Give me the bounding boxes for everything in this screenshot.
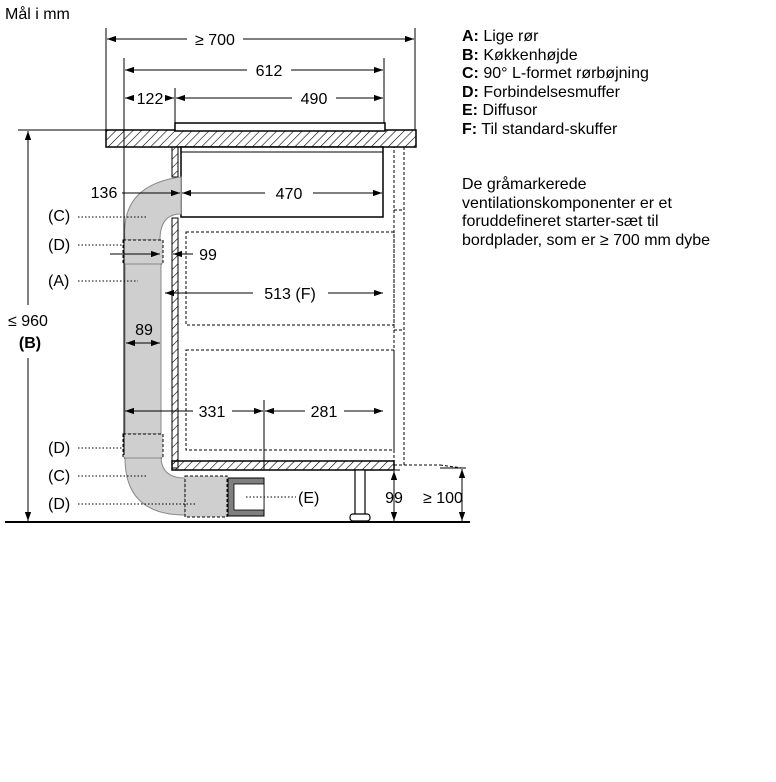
- drawer-top: [185, 231, 395, 326]
- cabinet-side-wall: [171, 146, 179, 178]
- legend-item-a: A: Lige rør: [462, 28, 539, 45]
- duct-straight: [124, 263, 162, 435]
- callout-d-mid: (D): [48, 440, 70, 457]
- dim-122: 122: [137, 91, 164, 108]
- cooktop-glass: [174, 122, 386, 132]
- callout-a: (A): [48, 273, 69, 290]
- dim-960: ≤ 960: [8, 313, 48, 330]
- callout-c-bottom: (C): [48, 468, 70, 485]
- cabinet-leg: [354, 469, 366, 516]
- dim-100: ≥ 100: [423, 490, 463, 507]
- dim-700: ≥ 700: [195, 32, 235, 49]
- dim-490: 490: [301, 91, 328, 108]
- callout-c-top: (C): [48, 208, 70, 225]
- cooktop-body: [180, 146, 384, 218]
- legend: A: Lige rør B: Køkkenhøjde C: 90° L-form…: [462, 28, 649, 140]
- note-text: De gråmarkerede ventilationskomponenter …: [462, 176, 711, 249]
- duct-sleeve-top: [122, 239, 164, 265]
- duct-sleeve-end: [184, 475, 228, 518]
- legend-item-b: B: Køkkenhøjde: [462, 46, 578, 64]
- callout-e: (E): [298, 490, 319, 507]
- front-panel: [393, 146, 405, 466]
- drawer-bottom: [185, 349, 395, 451]
- dim-99-duct: 99: [199, 247, 217, 264]
- units-label: Mål i mm: [5, 6, 70, 23]
- dim-136: 136: [91, 185, 118, 202]
- dim-612: 612: [256, 63, 283, 80]
- dim-281: 281: [311, 404, 338, 421]
- dim-513: 513 (F): [264, 286, 316, 303]
- dim-89: 89: [135, 322, 153, 339]
- callout-d-top: (D): [48, 237, 70, 254]
- label-b: (B): [19, 335, 41, 352]
- dim-331: 331: [199, 404, 226, 421]
- legend-item-f: F: Til standard-skuffer: [462, 120, 618, 138]
- legend-item-e: E: Diffusor: [462, 102, 538, 120]
- callout-d-bottom: (D): [48, 496, 70, 513]
- countertop: [105, 129, 417, 148]
- cabinet-bottom: [171, 460, 395, 471]
- dim-99-plinth: 99: [385, 490, 403, 507]
- legend-item-d: D: Forbindelsesmuffer: [462, 83, 620, 101]
- label-f: (F): [295, 286, 315, 303]
- dim-470: 470: [276, 186, 303, 203]
- legend-item-c: C: 90° L-formet rørbøjning: [462, 65, 649, 83]
- duct-sleeve-bottom: [122, 433, 164, 459]
